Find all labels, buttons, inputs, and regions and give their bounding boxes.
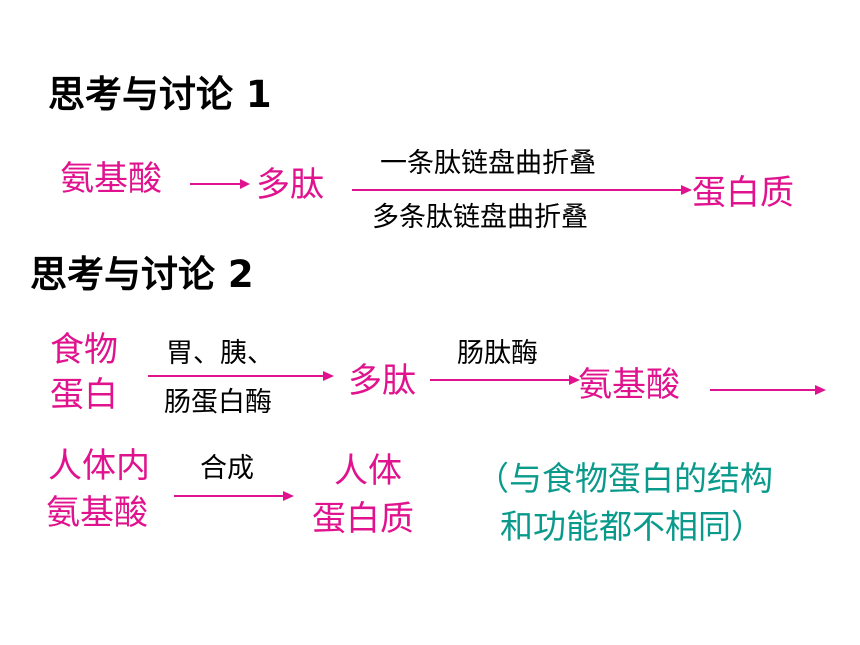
single-chain-fold-label: 一条肽链盘曲折叠 [380,148,596,179]
note-line2: 和功能都不相同） [500,507,764,546]
protein-label: 蛋白质 [692,173,794,213]
arrow-amino-to-body-protein [174,491,294,501]
arrow-peptide-to-amino [430,375,580,385]
body-amino-line2: 氨基酸 [46,493,148,533]
body-protein-line2: 蛋白质 [312,499,414,539]
gastric-pancreatic-label: 胃、胰、 [166,338,274,369]
synthesis-label: 合成 [200,453,254,484]
intestinal-protease-label: 肠蛋白酶 [164,387,272,418]
section2-title: 思考与讨论 2 [30,253,254,296]
arrow-amino-onward [710,385,826,395]
peptidase-label: 肠肽酶 [457,338,538,369]
peptide-label-2: 多肽 [348,361,416,401]
arrow-amino-to-peptide [190,179,250,189]
multi-chain-fold-label: 多条肽链盘曲折叠 [372,202,588,233]
amino-acid-label: 氨基酸 [60,159,162,199]
arrow-food-to-peptide [148,371,334,381]
peptide-label: 多肽 [256,165,324,205]
body-amino-line1: 人体内 [48,446,150,486]
body-protein-line1: 人体 [334,451,402,491]
amino-acid-label-2: 氨基酸 [578,365,680,405]
food-protein-line1: 食物 [50,330,118,370]
arrow-peptide-to-protein [352,185,692,195]
note-line1: （与食物蛋白的结构 [476,459,773,498]
food-protein-line2: 蛋白 [50,375,118,415]
section1-title: 思考与讨论 1 [48,73,272,116]
